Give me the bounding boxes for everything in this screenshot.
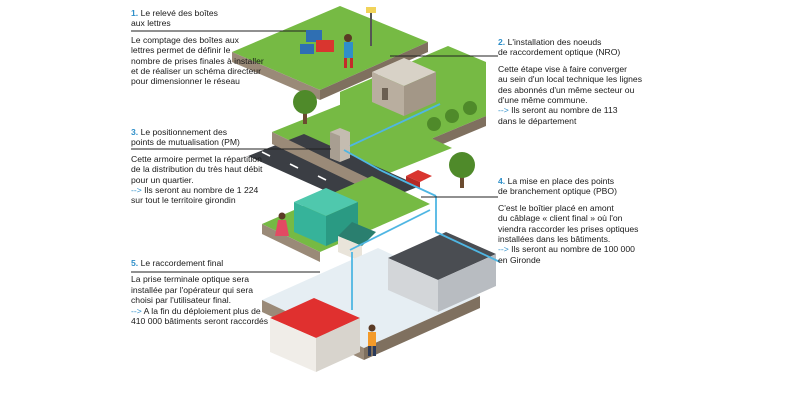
bushes-icon <box>427 101 477 131</box>
step-4-note: --> Ils seront au nombre de 100 000 en G… <box>498 244 658 265</box>
car-icon <box>406 170 432 188</box>
road-markings <box>261 151 327 181</box>
step-5-body: La prise terminale optique sera installé… <box>131 274 254 306</box>
step-4-title: La mise en place des points de brancheme… <box>498 176 617 197</box>
step-4-note-text: Ils seront au nombre de 100 000 en Giron… <box>498 244 635 265</box>
step-4-body: C'est le boîtier placé en amont du câbla… <box>498 202 639 245</box>
fiber-lines <box>343 103 501 310</box>
step-1-number: 1. <box>131 8 139 18</box>
step-4-header: 4. La mise en place des points de branch… <box>498 176 658 197</box>
step-5-number: 5. <box>131 258 139 268</box>
step-2-number: 2. <box>498 37 506 47</box>
postman-icon <box>344 34 353 68</box>
step-4-arrow: --> <box>498 244 509 255</box>
step-2-title: L'installation des noeuds de raccordemen… <box>498 37 621 58</box>
step-5-note: --> A la fin du déploiement plus de 410 … <box>131 306 291 327</box>
step-3-note: --> Ils seront au nombre de 1 224 sur to… <box>131 185 281 206</box>
street-lamp-icon <box>366 7 376 46</box>
step-5-title: Le raccordement final <box>140 258 224 268</box>
step-3-title: Le positionnement des points de mutualis… <box>131 127 240 148</box>
tree-icon <box>293 90 475 188</box>
step-4: 4. La mise en place des points de branch… <box>498 176 658 265</box>
step-1-body: Le comptage des boîtes aux lettres perme… <box>131 34 264 87</box>
step-1-header: 1. Le relevé des boîtes aux lettres <box>131 8 271 29</box>
step-4-number: 4. <box>498 176 506 186</box>
step-3-header: 3. Le positionnement des points de mutua… <box>131 127 281 148</box>
step-2-arrow: --> <box>498 105 509 116</box>
mailboxes-icon <box>300 30 334 54</box>
pm-cabinet-icon <box>330 128 350 162</box>
nro-building-icon <box>372 58 436 116</box>
step-2-body: Cette étape vise à faire converger au se… <box>498 63 643 106</box>
step-3-arrow: --> <box>131 185 142 196</box>
step-1: 1. Le relevé des boîtes aux lettres Le c… <box>131 8 271 87</box>
step-2: 2. L'installation des noeuds de raccorde… <box>498 37 658 126</box>
step-3: 3. Le positionnement des points de mutua… <box>131 127 281 206</box>
step-2-note-text: Ils seront au nombre de 113 dans le dépa… <box>498 105 618 126</box>
step-5: 5. Le raccordement final La prise termin… <box>131 258 291 326</box>
step-3-number: 3. <box>131 127 139 137</box>
technician-icon <box>368 324 376 356</box>
step-5-arrow: --> <box>131 305 142 316</box>
teal-building-icon <box>294 188 358 246</box>
step-3-body: Cette armoire permet la répartition de l… <box>131 153 263 185</box>
red-roof-building-icon <box>270 298 360 372</box>
woman-icon <box>275 212 289 236</box>
step-2-note: --> Ils seront au nombre de 113 dans le … <box>498 105 658 126</box>
step-5-header: 5. Le raccordement final <box>131 258 291 268</box>
step-1-title: Le relevé des boîtes aux lettres <box>131 8 218 29</box>
step-2-header: 2. L'installation des noeuds de raccorde… <box>498 37 658 58</box>
leader-lines <box>131 30 498 273</box>
step-3-note-text: Ils seront au nombre de 1 224 sur tout l… <box>131 185 259 206</box>
warehouse-icon <box>388 232 496 312</box>
step-5-note-text: A la fin du déploiement plus de 410 000 … <box>131 305 269 327</box>
